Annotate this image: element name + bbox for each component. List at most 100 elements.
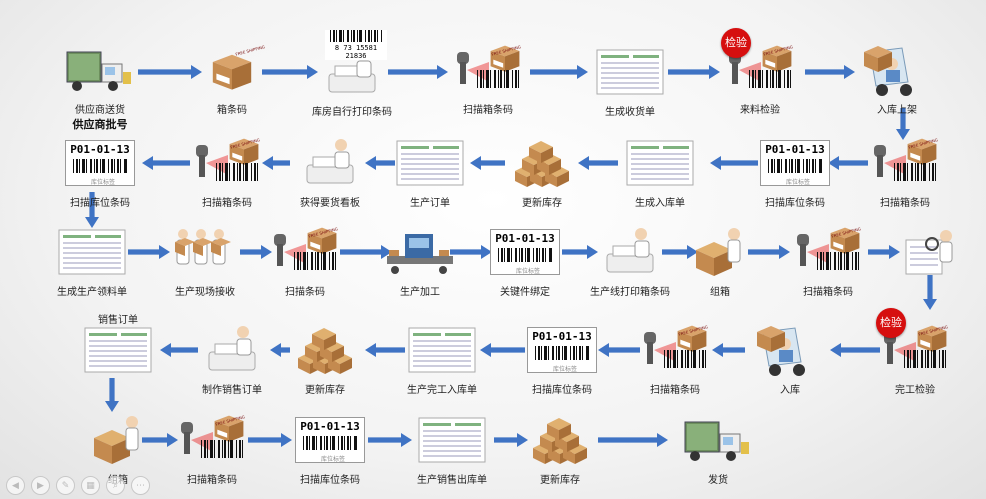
stack-icon bbox=[507, 135, 577, 191]
flow-arrow bbox=[262, 156, 290, 170]
stack-icon bbox=[290, 322, 360, 378]
flow-arrow bbox=[480, 343, 525, 357]
stack-icon bbox=[525, 412, 595, 468]
node-scan-loc-3: P01-01-13 库位标签扫描库位条码 bbox=[517, 322, 607, 396]
loccard-icon: P01-01-13 库位标签 bbox=[490, 224, 560, 280]
forklift-icon bbox=[862, 42, 932, 98]
flow-arrow bbox=[262, 65, 318, 79]
printer-icon bbox=[295, 135, 365, 191]
flow-arrow bbox=[923, 275, 937, 310]
node-sales-order: 销售订单 bbox=[73, 315, 163, 378]
flow-arrow bbox=[388, 65, 448, 79]
node-label: 扫描箱条码 bbox=[187, 475, 237, 486]
flow-arrow bbox=[662, 245, 698, 259]
packer-icon bbox=[685, 224, 755, 280]
flow-arrow bbox=[138, 65, 202, 79]
node-warehouse-print: 8 73 15581 21836 库房自行打印条码 bbox=[307, 30, 397, 118]
label-caption: 库位标签 bbox=[515, 268, 540, 275]
node-update-stock-3: 更新库存 bbox=[515, 412, 605, 486]
location-code: P01-01-13 bbox=[300, 420, 360, 433]
label-caption: 库位标签 bbox=[552, 366, 577, 373]
node-label: 获得要货看板 bbox=[300, 198, 360, 209]
node-update-stock-1: 更新库存 bbox=[497, 135, 587, 209]
inspection-badge: 检验 bbox=[876, 308, 906, 338]
flow-arrow bbox=[142, 433, 178, 447]
prev-icon[interactable]: ◀ bbox=[6, 476, 25, 495]
flow-arrow bbox=[494, 433, 528, 447]
node-label: 入库上架 bbox=[877, 105, 917, 116]
node-label: 箱条码 bbox=[217, 105, 247, 116]
sheet-icon bbox=[595, 44, 665, 100]
forklift-icon bbox=[755, 322, 825, 378]
node-receipt: 生成收货单 bbox=[585, 44, 675, 118]
node-label: 组箱 bbox=[710, 287, 730, 298]
node-label: 生产加工 bbox=[400, 287, 440, 298]
zoom-icon[interactable]: ⌕ bbox=[106, 476, 125, 495]
location-code: P01-01-13 bbox=[495, 232, 555, 245]
node-label: 扫描箱条码 bbox=[803, 287, 853, 298]
node-make-sales-order: 制作销售订单 bbox=[187, 322, 277, 396]
node-get-kanban: 获得要货看板 bbox=[285, 135, 375, 209]
node-label: 关键件绑定 bbox=[500, 287, 550, 298]
flow-arrow bbox=[160, 343, 198, 357]
node-gen-pick: 生成生产领料单 bbox=[47, 224, 137, 298]
flow-arrow bbox=[85, 192, 99, 228]
flow-arrow bbox=[578, 156, 618, 170]
flow-arrow bbox=[598, 433, 668, 447]
node-update-stock-2: 更新库存 bbox=[280, 322, 370, 396]
node-line-receive: 生产现场接收 bbox=[160, 224, 250, 298]
node-label: 扫描箱条码 bbox=[650, 385, 700, 396]
flow-arrow bbox=[105, 378, 119, 412]
node-inbound-2: 入库 bbox=[745, 322, 835, 396]
label-caption: 库位标签 bbox=[320, 456, 345, 463]
node-label: 生成收货单 bbox=[605, 107, 655, 118]
scanbox-icon: FREE SHIPPING bbox=[793, 224, 863, 280]
flow-arrow bbox=[830, 343, 880, 357]
node-label: 库房自行打印条码 bbox=[312, 107, 392, 118]
flow-arrow bbox=[828, 156, 868, 170]
workers-icon bbox=[170, 224, 240, 280]
next-icon[interactable]: ▶ bbox=[31, 476, 50, 495]
pen-icon[interactable]: ✎ bbox=[56, 476, 75, 495]
printed-barcode: 8 73 15581 21836 bbox=[325, 30, 387, 60]
node-label: 生成生产领料单 bbox=[57, 287, 127, 298]
node-completion-inbound: 生产完工入库单 bbox=[397, 322, 487, 396]
node-ship: 发货 bbox=[673, 412, 763, 486]
node-label: 扫描库位条码 bbox=[532, 385, 592, 396]
node-label: 完工检验 bbox=[895, 385, 935, 396]
node-label: 更新库存 bbox=[540, 475, 580, 486]
truck-icon bbox=[65, 42, 135, 98]
flow-arrow bbox=[368, 433, 412, 447]
flow-arrow bbox=[598, 343, 640, 357]
slide-grid-icon[interactable]: ▦ bbox=[81, 476, 100, 495]
node-label: 更新库存 bbox=[522, 198, 562, 209]
node-label: 生产订单 bbox=[410, 198, 450, 209]
node-label: 扫描库位条码 bbox=[765, 198, 825, 209]
loccard-icon: P01-01-13 库位标签 bbox=[295, 412, 365, 468]
flow-arrow bbox=[562, 245, 598, 259]
location-code: P01-01-13 bbox=[532, 330, 592, 343]
more-icon[interactable]: ⋯ bbox=[131, 476, 150, 495]
node-inspect-doc bbox=[885, 224, 975, 283]
sheet-icon bbox=[625, 135, 695, 191]
scanbox-icon: FREE SHIPPING bbox=[192, 135, 262, 191]
flow-arrow bbox=[248, 433, 292, 447]
flow-arrow bbox=[142, 156, 190, 170]
flow-arrow bbox=[748, 245, 790, 259]
node-label: 发货 bbox=[708, 475, 728, 486]
flow-arrow bbox=[530, 65, 588, 79]
node-label: 生产线打印箱条码 bbox=[590, 287, 670, 298]
flow-arrow bbox=[710, 156, 758, 170]
flow-arrow bbox=[896, 108, 910, 140]
node-label: 制作销售订单 bbox=[202, 385, 262, 396]
